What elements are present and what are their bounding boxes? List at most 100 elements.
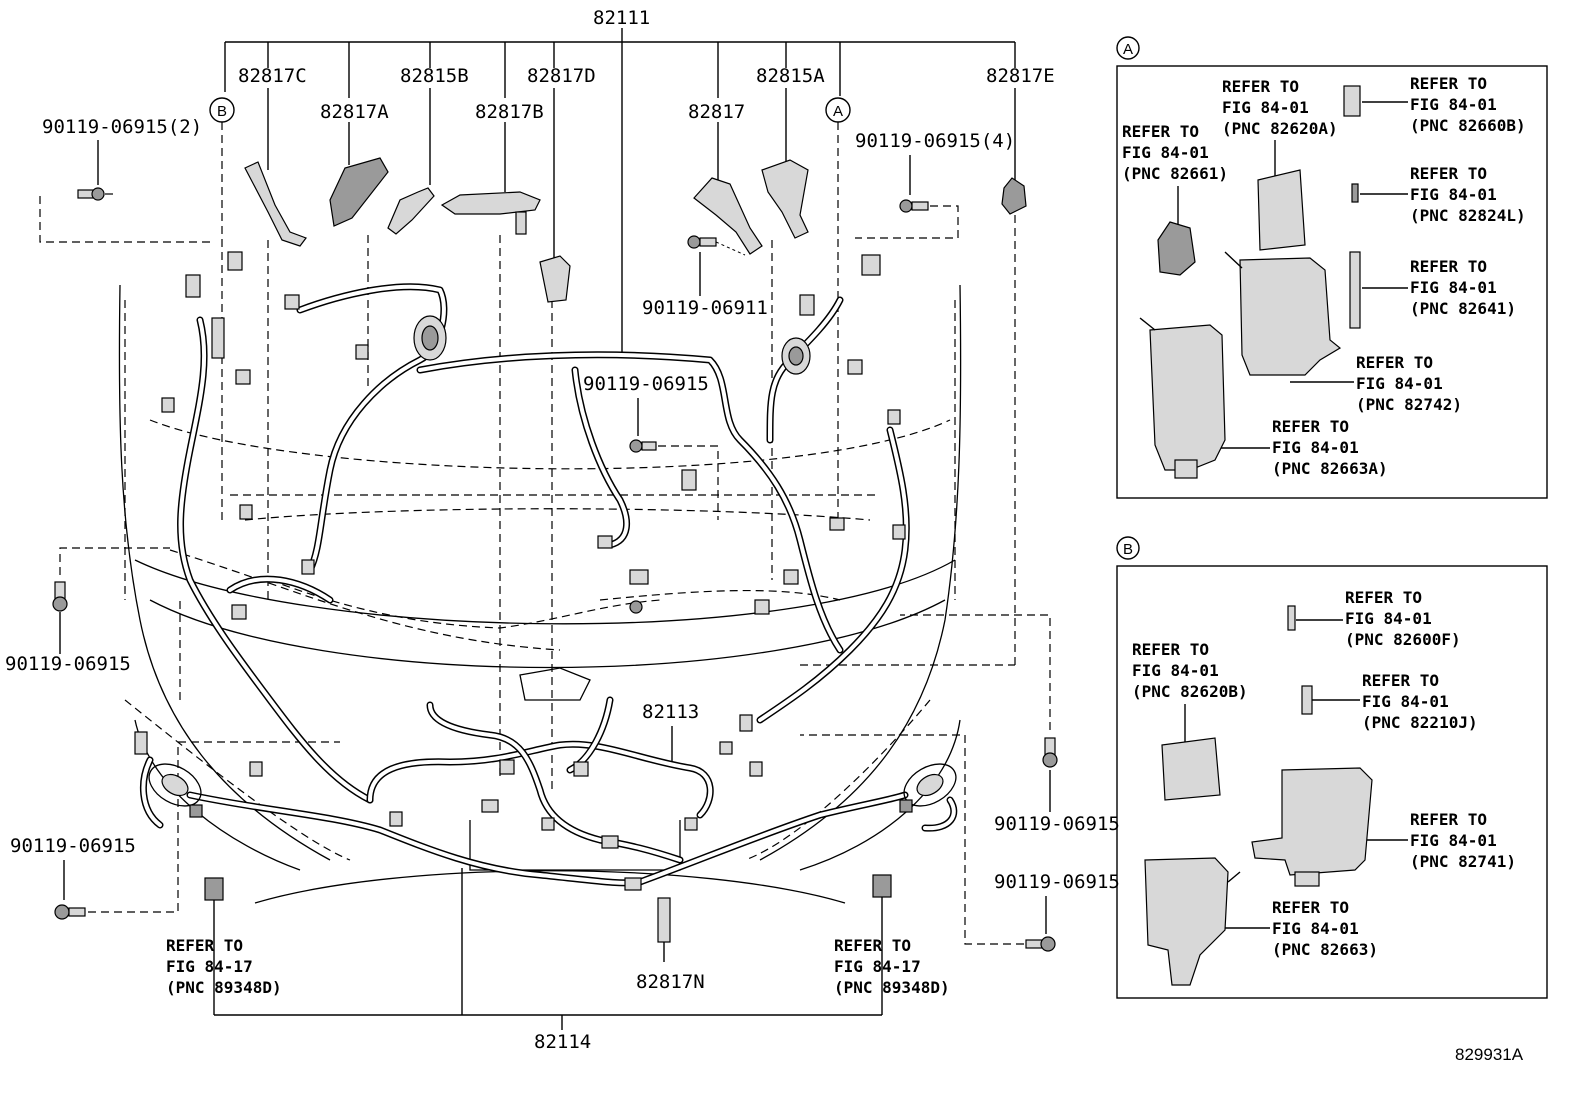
part-leader-lines (267, 88, 1016, 790)
fog-lamp-right (899, 763, 958, 832)
svg-text:(PNC 82600F): (PNC 82600F) (1345, 630, 1461, 649)
svg-text:REFER TO: REFER TO (834, 936, 911, 955)
svg-text:(PNC 82663): (PNC 82663) (1272, 940, 1378, 959)
part-82817b-bracket (440, 191, 541, 235)
bolt-icon-center (629, 439, 719, 520)
label-bolt-left: 90119-06915 (5, 653, 131, 675)
fog-lamp-left (139, 756, 203, 829)
refer-note-left: REFER TO FIG 84-17 (PNC 89348D) (166, 936, 282, 997)
svg-text:FIG 84-01: FIG 84-01 (1122, 143, 1209, 162)
junction-block-82741 (1251, 767, 1373, 876)
bolt-icon-upper-right (855, 199, 959, 239)
inset-a-tag: A (1123, 41, 1133, 58)
label-82817b: 82817B (475, 101, 544, 123)
label-82815b: 82815B (400, 65, 469, 87)
bolt-icon-left (52, 547, 170, 612)
inset-b-refer-82741: REFER TO (1410, 810, 1487, 829)
svg-text:B: B (217, 103, 227, 120)
label-82817a: 82817A (320, 101, 389, 123)
sensor-89348d-right (872, 874, 892, 1015)
harness-connectors (134, 251, 906, 891)
fuse-block-82620b (1161, 737, 1221, 801)
svg-text:FIG 84-01: FIG 84-01 (1362, 692, 1449, 711)
svg-text:FIG 84-01: FIG 84-01 (1410, 185, 1497, 204)
svg-text:FIG 84-01: FIG 84-01 (1410, 278, 1497, 297)
svg-text:(PNC 89348D): (PNC 89348D) (166, 978, 282, 997)
wiring-harness-82111 (177, 283, 910, 804)
svg-text:(PNC 82661): (PNC 82661) (1122, 164, 1228, 183)
part-82817c-clip (244, 161, 307, 247)
refer-note-right: REFER TO FIG 84-17 (PNC 89348D) (834, 936, 950, 997)
bolt-icon-upper-left (39, 187, 210, 243)
label-bolt-90119-06911: 90119-06911 (642, 297, 768, 319)
wiring-harness-82114 (186, 791, 909, 887)
svg-text:FIG 84-01: FIG 84-01 (1410, 95, 1497, 114)
relay-block-82661 (1157, 221, 1196, 276)
part-82817a-bracket (329, 157, 389, 227)
label-bolt-lower-right: 90119-06915 (994, 871, 1120, 893)
svg-text:(PNC 82660B): (PNC 82660B) (1410, 116, 1526, 135)
svg-text:FIG 84-17: FIG 84-17 (166, 957, 253, 976)
inset-b-tag: B (1123, 541, 1133, 558)
inset-a-refer-82742: REFER TO (1356, 353, 1433, 372)
sensor-89348d-left (204, 877, 224, 1015)
label-82817: 82817 (688, 101, 745, 123)
part-82817n-clip: 82817N (636, 897, 705, 993)
grommet-left (413, 315, 447, 361)
bolt-icon-06911 (687, 235, 746, 256)
junction-block-82663a (1149, 324, 1226, 471)
svg-text:FIG 84-01: FIG 84-01 (1132, 661, 1219, 680)
svg-text:FIG 84-17: FIG 84-17 (834, 957, 921, 976)
part-82817d-bracket (539, 255, 571, 303)
label-bolt-90119-06915-4: 90119-06915(4) (855, 130, 1015, 152)
bolt-icon-right (900, 614, 1058, 768)
fuse-block-82620a (1257, 169, 1306, 251)
inset-b-refer-82663: REFER TO (1272, 898, 1349, 917)
label-82111: 82111 (593, 7, 650, 29)
label-82817e: 82817E (986, 65, 1055, 87)
callout-82114: 82114 (214, 868, 882, 1053)
main-harness-callout: 82111 (224, 7, 1016, 352)
inset-a-refer-82641: REFER TO (1410, 257, 1487, 276)
svg-text:A: A (833, 103, 843, 120)
circle-marker-b: B (209, 97, 235, 520)
svg-text:(PNC 82641): (PNC 82641) (1410, 299, 1516, 318)
inset-a-refer-82661: REFER TO (1122, 122, 1199, 141)
svg-text:FIG 84-01: FIG 84-01 (1222, 98, 1309, 117)
inset-a-refer-82620a: REFER TO (1222, 77, 1299, 96)
inset-a-refer-82660b: REFER TO (1410, 74, 1487, 93)
figure-id: 829931A (1455, 1045, 1524, 1064)
svg-text:REFER TO: REFER TO (166, 936, 243, 955)
svg-text:(PNC 82620A): (PNC 82620A) (1222, 119, 1338, 138)
label-bolt-center: 90119-06915 (583, 373, 709, 395)
svg-text:FIG 84-01: FIG 84-01 (1272, 919, 1359, 938)
inset-a-refer-82663a: REFER TO (1272, 417, 1349, 436)
inset-a-refer-82824l: REFER TO (1410, 164, 1487, 183)
grommet-right (781, 337, 811, 375)
svg-text:(PNC 82741): (PNC 82741) (1410, 852, 1516, 871)
svg-text:(PNC 82663A): (PNC 82663A) (1272, 459, 1388, 478)
part-82815b-bracket (387, 187, 435, 235)
svg-text:(PNC 82620B): (PNC 82620B) (1132, 682, 1248, 701)
label-82817n: 82817N (636, 971, 705, 993)
inset-b-refer-82600f: REFER TO (1345, 588, 1422, 607)
inset-b-refer-82620b: REFER TO (1132, 640, 1209, 659)
svg-text:FIG 84-01: FIG 84-01 (1356, 374, 1443, 393)
svg-text:(PNC 82824L): (PNC 82824L) (1410, 206, 1526, 225)
svg-text:(PNC 89348D): (PNC 89348D) (834, 978, 950, 997)
circle-marker-a: A (825, 97, 851, 520)
inset-b: B REFER TO FIG 84-01 (PNC 82600F) REFER … (1116, 536, 1548, 999)
label-bolt-lower-left: 90119-06915 (10, 835, 136, 857)
part-82815a-bracket (761, 159, 809, 239)
label-bolt-90119-06915-2: 90119-06915(2) (42, 116, 202, 138)
label-82817c: 82817C (238, 65, 307, 87)
junction-block-82663 (1144, 857, 1229, 986)
svg-text:FIG 84-01: FIG 84-01 (1272, 438, 1359, 457)
inset-b-refer-82210j: REFER TO (1362, 671, 1439, 690)
junction-block-82742 (1239, 257, 1342, 376)
part-82817e-clip (1001, 177, 1027, 215)
label-82113: 82113 (642, 701, 699, 723)
svg-text:(PNC 82742): (PNC 82742) (1356, 395, 1462, 414)
part-82817-bracket (693, 177, 763, 255)
bolt-icon-lower-left (54, 741, 340, 920)
